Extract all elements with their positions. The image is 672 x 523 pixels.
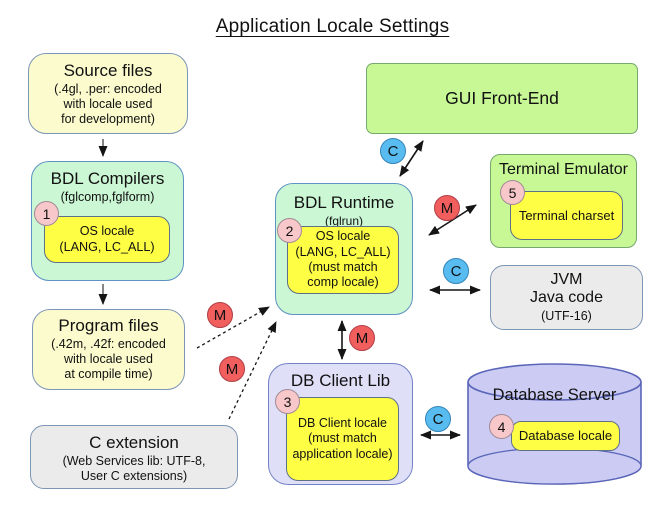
os-locale-box: OS locale (LANG, LC_ALL)	[44, 216, 170, 263]
connector-c-database: C	[425, 406, 451, 432]
box-c-extension: C extension (Web Services lib: UTF-8, Us…	[30, 425, 238, 489]
box-gui-front-end: GUI Front-End	[366, 63, 638, 134]
box-title: Source files	[63, 61, 153, 80]
box-subtitle: (.42m, .42f: encoded with locale used at…	[51, 336, 166, 382]
box-title: DB Client Lib	[290, 371, 391, 390]
box-subtitle: (UTF-16)	[541, 308, 592, 323]
box-subtitle: (Web Services lib: UTF-8, User C extensi…	[62, 453, 206, 483]
box-title: JVM Java code	[530, 271, 603, 307]
step-badge-3: 3	[275, 389, 300, 414]
box-subtitle: (fglrun)	[324, 213, 363, 228]
box-program-files: Program files (.42m, .42f: encoded with …	[32, 309, 185, 390]
page-title: Application Locale Settings	[215, 16, 450, 37]
connector-m-c-extension: M	[219, 356, 245, 382]
box-title: BDL Compilers	[50, 169, 165, 188]
box-jvm: JVM Java code (UTF-16)	[490, 265, 643, 330]
step-badge-1: 1	[34, 201, 59, 226]
database-locale-box: Database locale	[511, 421, 620, 451]
connector-m-terminal: M	[434, 195, 460, 221]
box-source-files: Source files (.4gl, .per: encoded with l…	[28, 53, 188, 134]
step-badge-2: 2	[277, 218, 302, 243]
box-subtitle: (.4gl, .per: encoded with locale used fo…	[54, 81, 162, 127]
os-locale-box: OS locale (LANG, LC_ALL) (must match com…	[287, 226, 399, 294]
box-database-server-title: Database Server	[492, 386, 617, 404]
terminal-charset-box: Terminal charset	[510, 191, 623, 240]
step-badge-5: 5	[500, 180, 525, 205]
box-title: Program files	[58, 316, 159, 335]
box-title: BDL Runtime	[293, 193, 395, 212]
box-subtitle: (fglcomp,fglform)	[60, 189, 155, 204]
connector-m-dbclient: M	[349, 325, 375, 351]
step-badge-4: 4	[489, 414, 514, 439]
box-title: GUI Front-End	[445, 88, 559, 109]
db-client-locale-box: DB Client locale (must match application…	[286, 397, 399, 481]
box-title: Terminal Emulator	[499, 161, 628, 178]
connector-m-program-files: M	[207, 302, 233, 328]
connector-c-jvm: C	[443, 258, 469, 284]
box-title: C extension	[89, 433, 179, 452]
connector-c-gui: C	[380, 138, 406, 164]
